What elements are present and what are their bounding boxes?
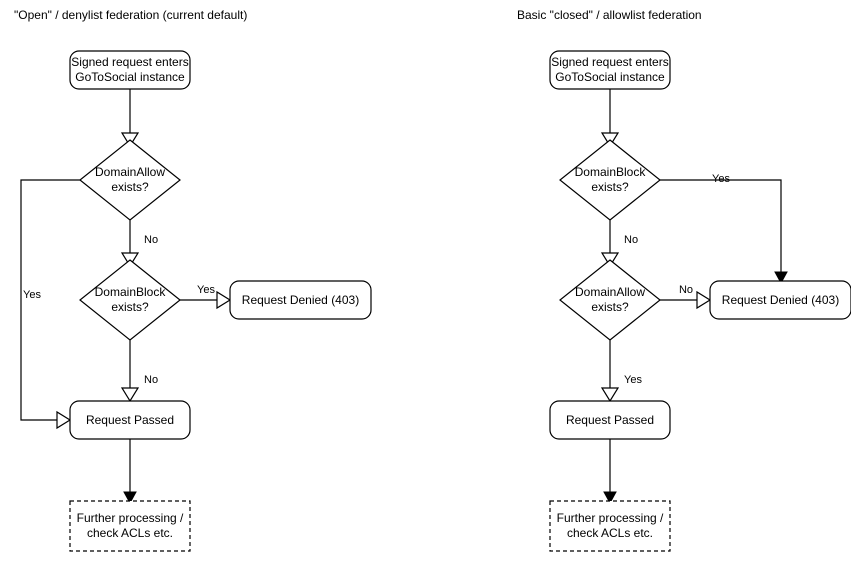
edge-domainallow-yes-to-passed: Yes (20, 179, 80, 430)
edge-domainallow-no-to-denied: No (660, 284, 712, 310)
edge-domainblock-yes-to-denied: Yes (660, 173, 788, 285)
node-shape-diamond (79, 139, 181, 221)
edge-label-yes: Yes (23, 289, 41, 301)
node-label-line1: DomainBlock (95, 285, 167, 299)
edge-entry-to-domainblock (600, 89, 620, 148)
node-label-line1: Request Denied (403) (242, 293, 359, 307)
node-label-line1: DomainAllow (95, 165, 165, 179)
node-shape-diamond (559, 259, 661, 341)
node-label-line1: Further processing / (557, 511, 664, 525)
edge-passed-to-further (603, 439, 617, 505)
node-label-line2: exists? (591, 300, 629, 314)
node-label-line1: Request Passed (566, 413, 654, 427)
node-request-passed[interactable]: Request Passed (69, 400, 191, 440)
column-open-denylist: No Yes Yes No (20, 50, 372, 552)
arrowhead-solid-icon (603, 491, 617, 505)
node-label-line1: Further processing / (77, 511, 184, 525)
edge-domainblock-no-to-domainallow: No (600, 220, 638, 268)
node-further-processing[interactable]: Further processing / check ACLs etc. (69, 500, 191, 552)
node-label-line2: check ACLs etc. (87, 526, 173, 540)
node-request-denied[interactable]: Request Denied (403) (709, 280, 851, 320)
node-shape-diamond (559, 139, 661, 221)
node-signed-request-entry[interactable]: Signed request enters GoToSocial instanc… (69, 50, 191, 90)
node-shape-rounded-rect (69, 400, 191, 440)
node-label-line2: exists? (111, 180, 149, 194)
edge-domainblock-no-to-passed: No (120, 340, 158, 403)
node-domainallow-decision[interactable]: DomainAllow exists? (559, 259, 661, 341)
edge-entry-to-domainallow (120, 89, 140, 148)
node-signed-request-entry[interactable]: Signed request enters GoToSocial instanc… (549, 50, 671, 90)
edge-domainallow-yes-to-passed: Yes (600, 340, 642, 403)
arrowhead-solid-icon (774, 271, 788, 285)
node-domainblock-decision[interactable]: DomainBlock exists? (79, 259, 181, 341)
node-shape-dashed-rect (549, 500, 671, 552)
node-label-line1: DomainBlock (575, 165, 647, 179)
node-shape-rounded-rect (549, 50, 671, 90)
arrowhead-solid-icon (123, 491, 137, 505)
node-shape-rounded-rect (709, 280, 851, 320)
edge-label-no: No (679, 284, 693, 296)
edge-label-no: No (144, 234, 158, 246)
node-label-line2: GoToSocial instance (555, 70, 665, 84)
arrowhead-open-icon (120, 387, 140, 403)
node-request-passed[interactable]: Request Passed (549, 400, 671, 440)
node-domainallow-decision[interactable]: DomainAllow exists? (79, 139, 181, 221)
node-shape-diamond (79, 259, 181, 341)
edge-line (660, 179, 782, 274)
node-request-denied[interactable]: Request Denied (403) (229, 280, 372, 320)
edge-domainblock-yes-to-denied: Yes (180, 284, 232, 310)
column-closed-allowlist: Yes No No Yes (549, 50, 851, 552)
node-label-line2: GoToSocial instance (75, 70, 185, 84)
node-shape-rounded-rect (69, 50, 191, 90)
arrowhead-open-icon (216, 290, 232, 310)
node-domainblock-decision[interactable]: DomainBlock exists? (559, 139, 661, 221)
node-label-line2: check ACLs etc. (567, 526, 653, 540)
node-label-line1: Request Passed (86, 413, 174, 427)
node-shape-dashed-rect (69, 500, 191, 552)
edge-label-yes: Yes (197, 284, 215, 296)
node-label-line1: Signed request enters (71, 55, 188, 69)
node-label-line1: DomainAllow (575, 285, 645, 299)
column-title-right: Basic "closed" / allowlist federation (517, 8, 702, 22)
edge-label-yes: Yes (624, 374, 642, 386)
arrowhead-open-icon (600, 387, 620, 403)
node-label-line2: exists? (111, 300, 149, 314)
node-shape-rounded-rect (229, 280, 372, 320)
edge-label-no: No (624, 234, 638, 246)
node-shape-rounded-rect (549, 400, 671, 440)
edge-passed-to-further (123, 439, 137, 505)
node-label-line2: exists? (591, 180, 629, 194)
node-label-line1: Request Denied (403) (722, 293, 839, 307)
column-title-left: "Open" / denylist federation (current de… (14, 8, 247, 22)
edge-label-yes: Yes (712, 173, 730, 185)
edge-domainallow-no-to-domainblock: No (120, 220, 158, 268)
edge-line (20, 179, 80, 421)
arrowhead-open-icon (56, 410, 72, 430)
arrowhead-open-icon (696, 290, 712, 310)
edge-label-no: No (144, 374, 158, 386)
node-label-line1: Signed request enters (551, 55, 668, 69)
node-further-processing[interactable]: Further processing / check ACLs etc. (549, 500, 671, 552)
